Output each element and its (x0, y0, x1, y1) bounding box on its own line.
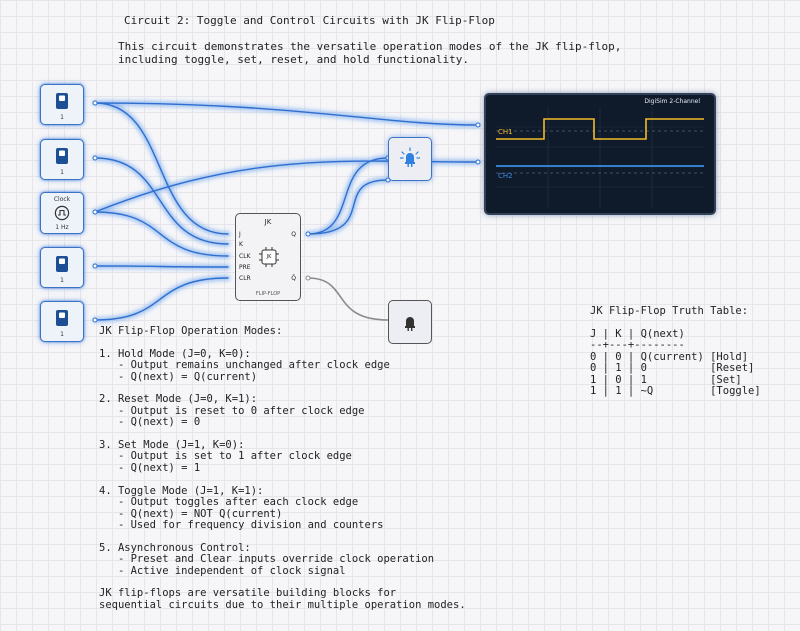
clock-icon (54, 205, 70, 221)
page-title: Circuit 2: Toggle and Control Circuits w… (124, 14, 495, 27)
switch-icon (56, 93, 68, 109)
pin-pre-label: PRE (239, 264, 251, 271)
chip-icon (259, 247, 279, 267)
switch-icon (56, 256, 68, 272)
led-on-icon (399, 147, 421, 167)
switch-icon (56, 310, 68, 326)
switch-value-label: 1 (60, 114, 64, 121)
clock-source[interactable]: Clock 1 Hz (40, 192, 84, 234)
flipflop-title: JK (264, 218, 272, 226)
pin-q-label: Q (291, 231, 296, 238)
ch2-label: CH2 (498, 172, 513, 180)
toggle-switch-3[interactable]: 1 (40, 247, 84, 288)
truth-table: J | K | Q(next) --+---+-------- 0 | 0 | … (590, 328, 761, 398)
pin-k-label: K (239, 241, 243, 248)
pin-j-label: J (239, 231, 241, 238)
active-wires (94, 102, 479, 321)
jk-flip-flop[interactable]: JK J K CLK PRE CLR Q Q̄ JK FLIP-FLOP (235, 213, 301, 301)
toggle-switch-1[interactable]: 1 (40, 84, 84, 125)
circuit-description: This circuit demonstrates the versatile … (118, 40, 622, 66)
toggle-switch-4[interactable]: 1 (40, 301, 84, 342)
pin-clk-label: CLK (239, 253, 251, 260)
clock-frequency: 1 Hz (55, 224, 69, 231)
switch-icon (56, 148, 68, 164)
oscilloscope[interactable]: DigiSim 2-Channel CH1 CH2 (484, 93, 716, 215)
inactive-wire (307, 277, 389, 321)
switch-value-label: 1 (60, 331, 64, 338)
led-off-icon (405, 317, 415, 331)
toggle-switch-2[interactable]: 1 (40, 139, 84, 180)
output-led-q[interactable] (388, 137, 432, 181)
switch-value-label: 1 (60, 169, 64, 176)
scope-title: DigiSim 2-Channel (644, 98, 700, 105)
ch1-trace (496, 118, 704, 140)
scope-screen (496, 107, 704, 207)
ch1-label: CH1 (498, 128, 513, 136)
switch-value-label: 1 (60, 277, 64, 284)
flipflop-caption: FLIP-FLOP (255, 291, 281, 297)
output-led-qbar[interactable] (388, 300, 432, 344)
chip-label: JK (266, 254, 272, 260)
clock-title: Clock (53, 196, 71, 203)
pin-clr-label: CLR (239, 275, 251, 282)
pin-qbar-label: Q̄ (291, 275, 296, 282)
truth-table-heading: JK Flip-Flop Truth Table: (590, 305, 749, 317)
operation-modes-text: JK Flip-Flop Operation Modes: 1. Hold Mo… (99, 325, 466, 611)
